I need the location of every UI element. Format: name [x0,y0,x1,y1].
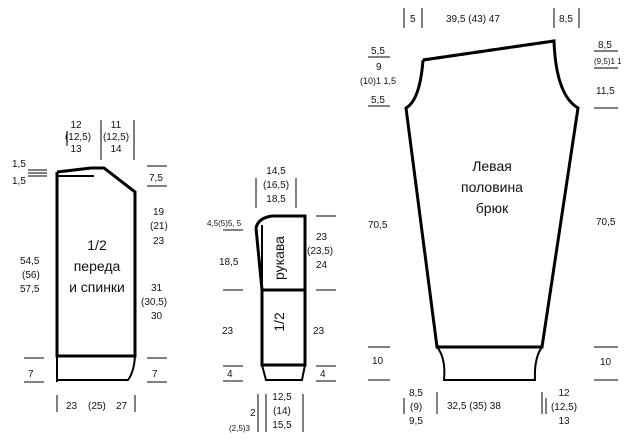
pants-waist-dashed [422,39,555,62]
front-back-title-3: и спинки [69,279,125,295]
pants-cuff [436,346,543,381]
sleeve-cap-right-3: 24 [316,260,328,271]
neck-depth-b: 1,5 [12,176,26,187]
sleeve-bottom-3: 15,5 [272,420,292,431]
sleeve-bottom-1: 12,5 [272,392,292,403]
sleeve-piece: рукава 1/2 14,5 (16,5) 18,5 4,5(5)5, 5 1… [207,166,336,433]
side-2: (30,5) [141,297,167,308]
sleeve-title-half: 1/2 [271,312,287,332]
pants-bottom-right-3: 13 [558,416,570,427]
pants-left-length: 70,5 [368,220,388,231]
bottom-width-3: 27 [116,401,128,412]
neck-depth-a: 1,5 [12,159,26,170]
pants-outline [404,39,580,349]
sleeve-cap-right-1: 23 [316,232,328,243]
pants-piece: Левая половина брюк 5 39,5 (43) 47 8,5 5… [360,8,622,427]
pants-bottom-right-1: 12 [558,388,570,399]
length-3: 57,5 [20,284,40,295]
side-3: 30 [151,311,163,322]
pants-title-3: брюк [476,200,509,216]
pants-top-left: 5 [410,14,416,25]
pants-cuff-right: 10 [600,357,612,368]
sleeve-title-word: рукава [271,236,287,280]
pants-right-length: 70,5 [596,217,616,228]
pants-left-rise-4: 5,5 [371,95,385,106]
sleeve-top-2: (16,5) [263,180,289,191]
pants-title-1: Левая [472,158,512,174]
front-back-piece: 1/2 переда и спинки 12 (12,5) 13 11 (12,… [12,120,168,412]
pants-cuff-left: 10 [372,356,384,367]
bottom-width-2: (25) [88,401,106,412]
length-2: (56) [22,270,40,281]
side-1: 31 [151,283,163,294]
sleeve-top-1: 14,5 [266,166,286,177]
armhole-3: 23 [153,236,165,247]
pants-left-rise-2: 9 [376,62,382,73]
pants-bottom-left-2: (9) [410,402,422,413]
sleeve-cap-right-2: (23,5) [307,246,333,257]
pants-title-2: половина [461,179,523,195]
front-back-ribbing [56,355,136,381]
shoulder-width-1: 11 [111,120,122,131]
pants-bottom-left-1: 8,5 [409,388,423,399]
sleeve-outline [254,214,307,367]
pants-bottom-left-3: 9,5 [409,416,423,427]
sleeve-offset-main: 2 [250,408,256,419]
pants-right-rise-1: 8,5 [598,40,612,51]
cuff-right: 7 [152,369,158,380]
front-back-title-2: переда [74,258,121,274]
pants-bottom-right-2: (12,5) [551,402,577,413]
sleeve-top-3: 18,5 [266,194,286,205]
sleeve-cuff [261,364,306,381]
sleeve-upper-left: 18,5 [219,257,239,268]
sleeve-cuff-right: 4 [320,369,326,380]
neck-width-2: (12,5) [65,132,91,143]
pants-top-right: 8,5 [559,14,573,25]
sleeve-lower-right: 23 [313,326,325,337]
length-1: 54,5 [20,256,40,267]
pants-left-rise-1: 5,5 [371,46,385,57]
front-back-title-1: 1/2 [87,237,107,253]
armhole-2: (21) [150,221,168,232]
sleeve-cuff-left: 4 [227,369,233,380]
pants-right-crotch: 11,5 [596,86,615,97]
bottom-width-1: 23 [66,401,78,412]
armhole-1: 19 [153,207,165,218]
shoulder-width-3: 14 [110,144,122,155]
sleeve-bottom-2: (14) [273,406,291,417]
cuff-left: 7 [28,369,34,380]
neck-width-1: 12 [70,120,82,131]
neck-width-3: 13 [70,144,82,155]
shoulder-drop: 7,5 [149,173,163,184]
sleeve-cap-left: 4,5(5)5, 5 [207,219,242,228]
pants-waist: 39,5 (43) 47 [446,14,500,25]
sleeve-offset-sizes: (2,5)3 [229,424,250,433]
pants-left-rise-3: (10)1 1,5 [360,76,396,86]
pants-right-rise-2: (9,5)1 1 [594,57,622,66]
pants-bottom-width: 32,5 (35) 38 [447,401,501,412]
sleeve-lower-left: 23 [222,326,234,337]
shoulder-width-2: (12,5) [103,132,129,143]
